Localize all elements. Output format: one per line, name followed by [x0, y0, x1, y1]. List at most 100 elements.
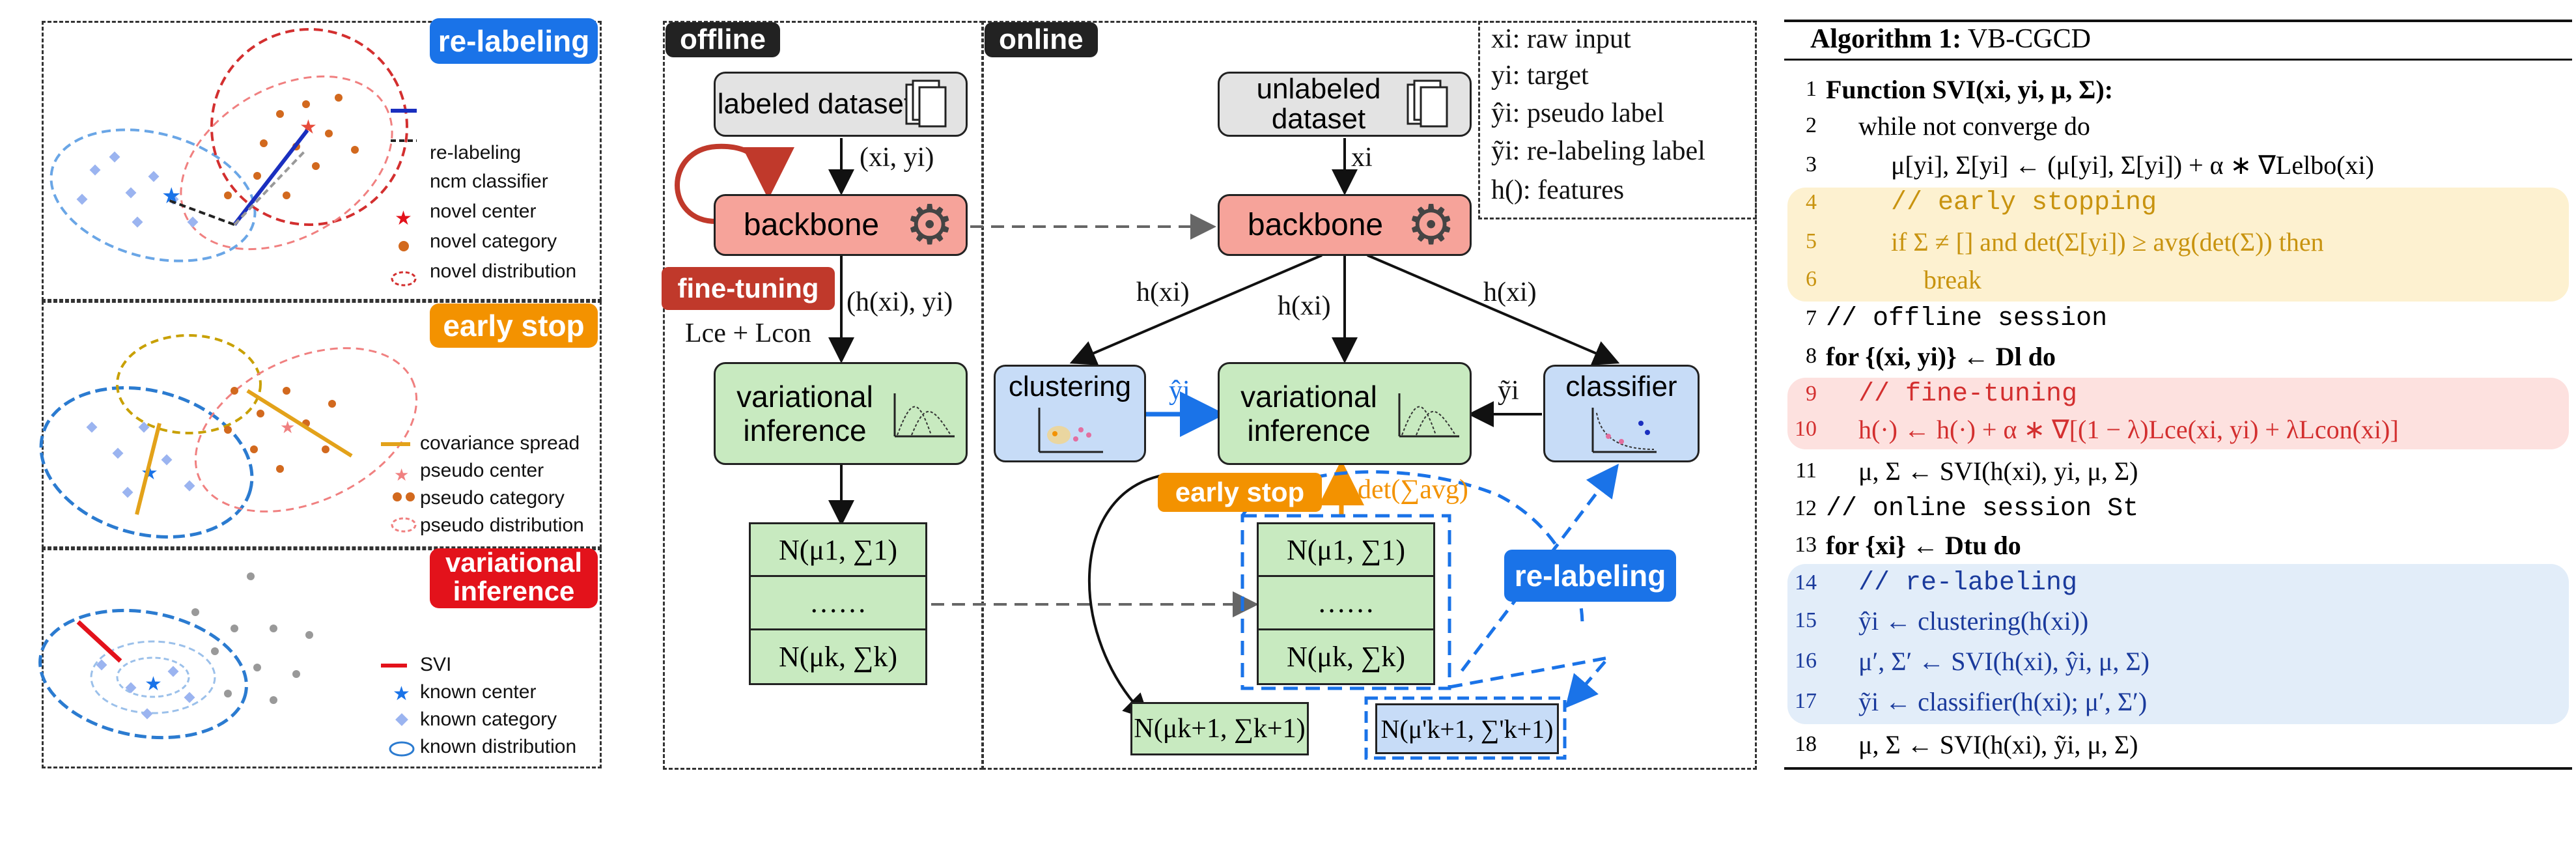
line-number: 5 — [1806, 229, 1817, 253]
gauss-row: N(μk, ∑k) — [1286, 640, 1406, 673]
band-early-stopping — [1787, 188, 2569, 302]
algo-text: μ, Σ ← SVI(h(xi), ỹi, μ, Σ) — [1858, 729, 2138, 759]
algo-text: Function SVI(xi, yi, μ, Σ): — [1826, 74, 2114, 104]
svg-text:★: ★ — [161, 184, 181, 208]
algo-line: 13 for {xi} ← Dtu do — [1784, 526, 2572, 564]
online-gaussian-table: N(μ1, ∑1) …… N(μk, ∑k) — [1257, 522, 1435, 685]
fine-tuning-label: fine-tuning — [662, 267, 835, 310]
algo-text: for {xi} ← Dtu do — [1826, 530, 2021, 560]
algo-line: 9 // fine-tuning — [1784, 375, 2572, 413]
line-number: 11 — [1795, 458, 1817, 483]
online-variational-inference: variational inference — [1218, 362, 1472, 465]
notation-1: yi: target — [1491, 61, 1589, 91]
gear-icon: ⚙ — [905, 194, 955, 255]
line-number: 7 — [1806, 306, 1817, 330]
algo-text: μ, Σ ← SVI(h(xi), yi, μ, Σ) — [1858, 456, 2138, 486]
gauss-row: N(μ1, ∑1) — [751, 524, 925, 578]
stack-icon — [1407, 79, 1448, 128]
classifier-label: classifier — [1565, 371, 1677, 402]
algo-text: if Σ ≠ [] and det(Σ[yi]) ≥ avg(det(Σ)) t… — [1891, 227, 2324, 257]
legend-vi-2: known category — [420, 709, 557, 730]
algo-title-bold: Algorithm 1: — [1810, 24, 1962, 54]
gauss-row: N(μk, ∑k) — [778, 640, 898, 673]
algo-title: Algorithm 1: VB-CGCD — [1810, 23, 2091, 55]
line-number: 13 — [1795, 533, 1817, 557]
line-number: 17 — [1795, 689, 1817, 713]
legend-early-2: pseudo category — [420, 487, 565, 509]
algo-line: 5 if Σ ≠ [] and det(Σ[yi]) ≥ avg(det(Σ)) … — [1784, 223, 2572, 260]
early-stop-title: early stop — [430, 303, 598, 348]
algo-text: // offline session — [1826, 303, 2108, 333]
svg-text:★: ★ — [145, 673, 162, 695]
algo-text: break — [1924, 264, 1981, 294]
relabel-panel — [42, 21, 602, 301]
algo-bottom-rule — [1784, 767, 2572, 770]
notation-4: h(): features — [1491, 175, 1625, 205]
algo-line: 11 μ, Σ ← SVI(h(xi), yi, μ, Σ) — [1784, 452, 2572, 490]
legend-early-0: covariance spread — [420, 432, 580, 454]
line-number: 12 — [1795, 496, 1817, 520]
line-number: 3 — [1806, 152, 1817, 176]
algo-text: μ′, Σ′ ← SVI(h(xi), ŷi, μ, Σ) — [1858, 646, 2149, 676]
algo-title-rule — [1784, 59, 2572, 61]
gauss-row: …… — [1259, 577, 1433, 630]
stack-icon — [905, 79, 947, 128]
legend-relabel-4: novel distribution — [430, 260, 577, 282]
left-scatter-plots: ★ ★ ★ ★ ★ ★ ★ — [38, 27, 418, 757]
notation-0: xi: raw input — [1491, 24, 1631, 54]
legend-vi-3: known distribution — [420, 736, 577, 757]
density-plot-icon — [1398, 393, 1459, 438]
legend-early-3: pseudo distribution — [420, 514, 584, 536]
offline-gaussian-table: N(μ1, ∑1) …… N(μk, ∑k) — [749, 522, 927, 685]
relabel-label-edge: ỹi — [1498, 376, 1519, 406]
algo-text: h(·) ← h(·) + α ∗ ∇[(1 − λ)Lce(xi, yi) +… — [1858, 414, 2399, 444]
gear-icon: ⚙ — [1407, 194, 1456, 255]
clustering-label: clustering — [1008, 371, 1132, 402]
legend-relabel-1: ncm classifier — [430, 171, 548, 192]
line-number: 15 — [1795, 608, 1817, 632]
band-relabeling — [1787, 564, 2569, 724]
legend-vi-0: SVI — [420, 654, 452, 675]
edge-xy-offline: (xi, yi) — [860, 143, 934, 173]
algo-line: 7 // offline session — [1784, 300, 2572, 337]
gauss-row: N(μ1, ∑1) — [1259, 524, 1433, 578]
svg-text:★: ★ — [393, 683, 410, 705]
legend-relabel-0: re-labeling — [430, 142, 522, 163]
offline-backbone: backbone — [714, 194, 968, 256]
vi-title: variational inference — [430, 548, 598, 608]
algo-text: while not converge do — [1858, 111, 2090, 141]
line-number: 14 — [1795, 570, 1817, 595]
cluster-plot-icon — [1038, 408, 1103, 453]
notation-3: ỹi: re-labeling label — [1491, 136, 1705, 166]
algo-line: 14 // re-labeling — [1784, 564, 2572, 602]
svg-text:★: ★ — [394, 465, 409, 485]
vi-panel — [42, 548, 602, 768]
line-number: 9 — [1806, 382, 1817, 406]
density-plot-icon — [893, 393, 955, 438]
edge-hxy: (h(xi), yi) — [847, 287, 953, 317]
online-tab: online — [985, 22, 1098, 57]
algo-text: // fine-tuning — [1858, 379, 2078, 409]
legend-vi-1: known center — [420, 681, 537, 703]
legend-relabel-3: novel category — [430, 231, 557, 252]
algo-text: ỹi ← classifier(h(xi); μ′, Σ′) — [1858, 686, 2148, 716]
band-fine-tuning — [1787, 378, 2569, 449]
notation-2: ŷi: pseudo label — [1491, 98, 1664, 128]
algo-line: 12 // online session St — [1784, 490, 2572, 528]
gauss-row: …… — [751, 577, 925, 630]
algo-text: // online session St — [1826, 494, 2139, 524]
edge-hx-left: h(xi) — [1136, 277, 1190, 307]
offline-tab: offline — [665, 22, 780, 57]
algo-text: for {(xi, yi)} ← Dl do — [1826, 341, 2056, 371]
line-number: 10 — [1795, 417, 1817, 441]
online-panel — [982, 21, 1757, 770]
algo-title-name: VB-CGCD — [1967, 24, 2091, 54]
algo-text: // re-labeling — [1858, 568, 2078, 598]
loss-label: Lce + Lcon — [685, 318, 811, 348]
